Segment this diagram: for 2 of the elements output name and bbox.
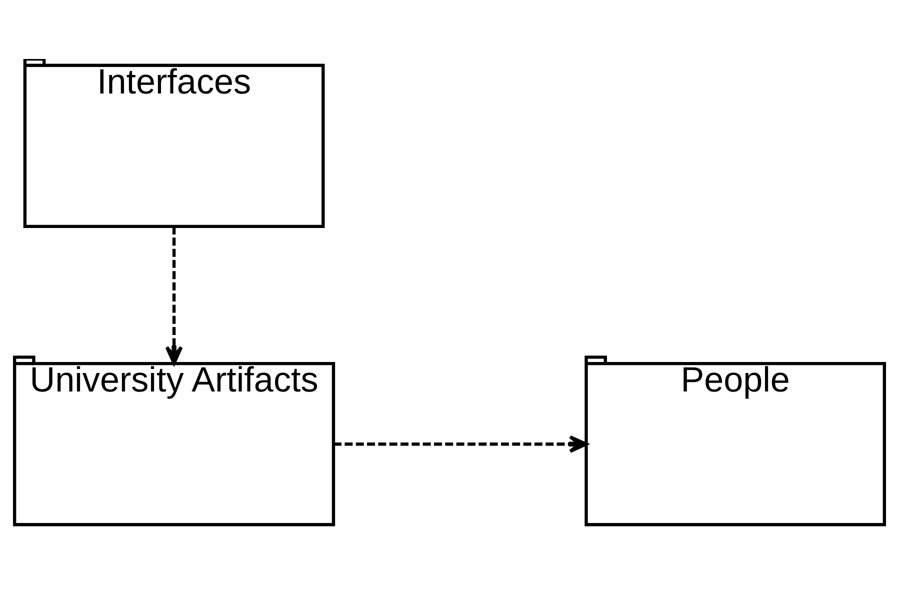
arrow [334, 434, 588, 452]
arrow [165, 226, 183, 364]
